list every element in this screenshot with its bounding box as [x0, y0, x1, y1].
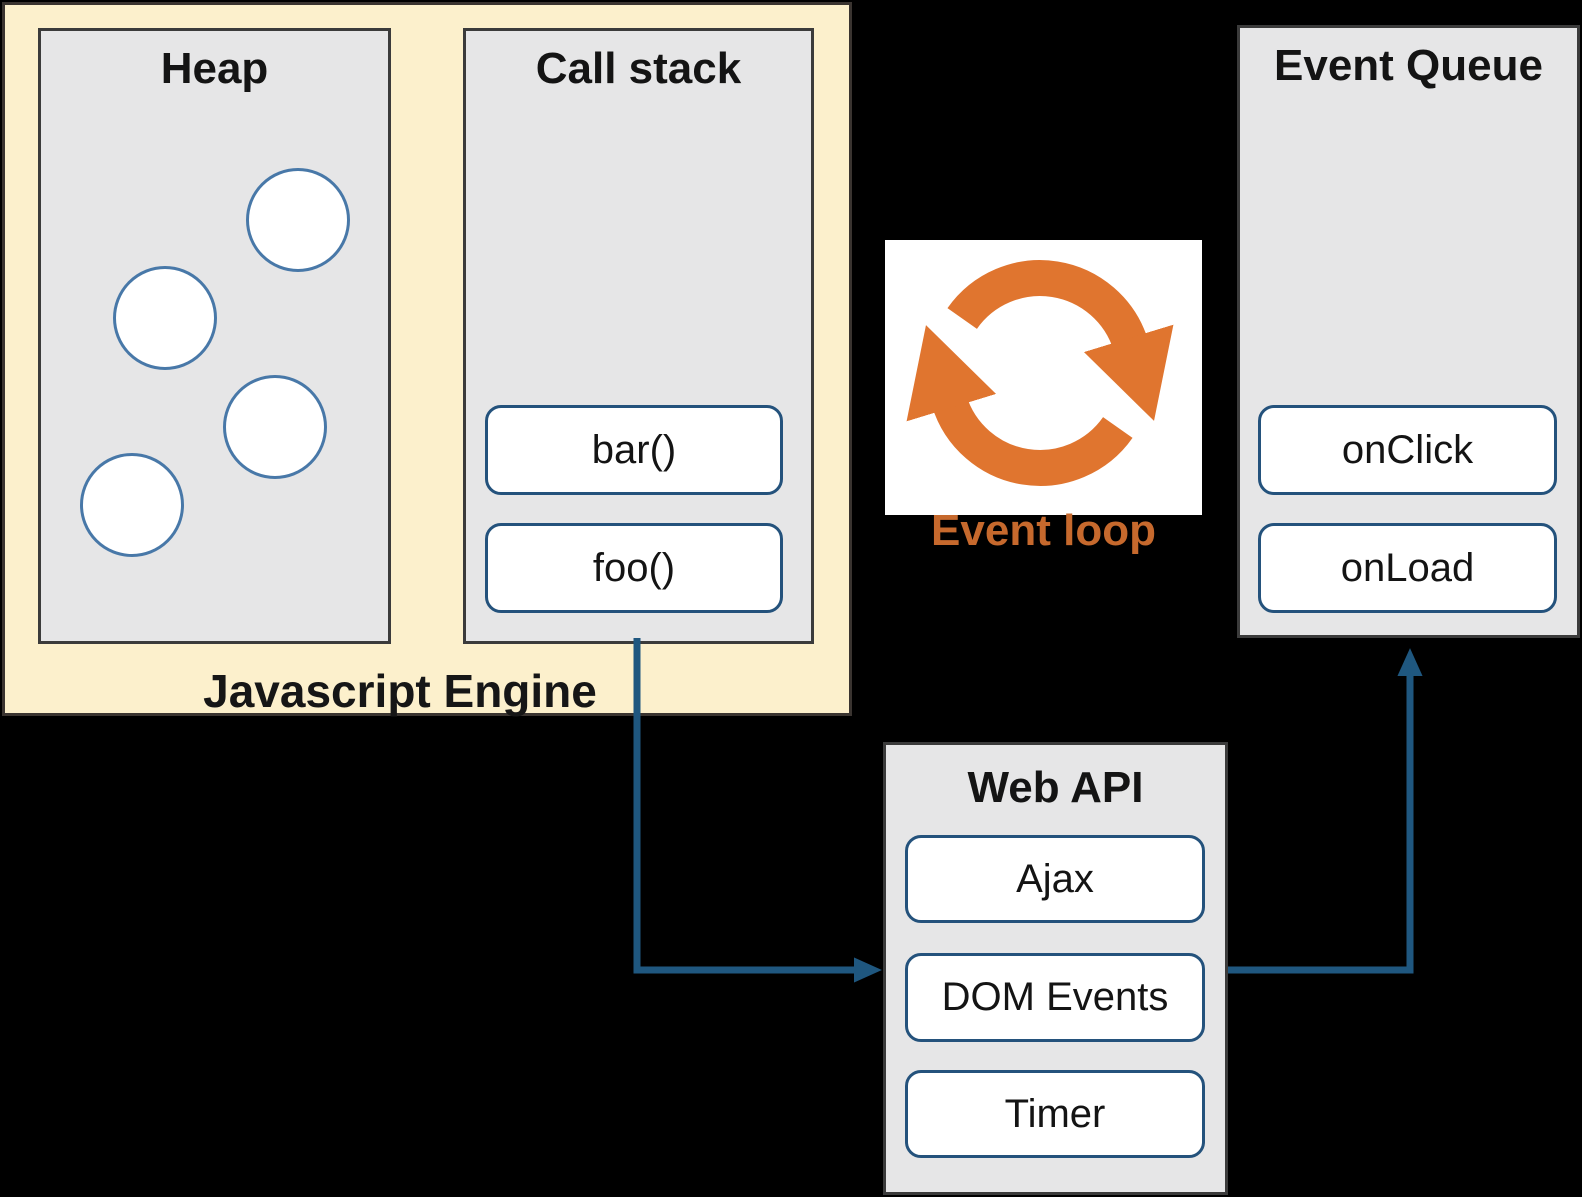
heap-object-circle: [113, 266, 217, 370]
webapi-to-eventqueue-arrow: [1228, 648, 1423, 974]
web-api-box: Web API Ajax DOM Events Timer: [883, 742, 1228, 1195]
stack-frame-bar: bar(): [485, 405, 783, 495]
queue-item-onload: onLoad: [1258, 523, 1557, 613]
api-item-ajax: Ajax: [905, 835, 1205, 923]
web-api-title: Web API: [967, 763, 1144, 812]
event-loop-label: Event loop: [931, 506, 1156, 555]
event-loop-card: [885, 240, 1202, 515]
js-engine-box: Heap Call stack bar() foo() Javascript E…: [2, 2, 852, 717]
api-item-dom-events: DOM Events: [905, 953, 1205, 1042]
heap-object-circle: [223, 375, 327, 479]
heap-title: Heap: [160, 44, 269, 93]
api-item-timer: Timer: [905, 1070, 1205, 1158]
event-queue-box: Event Queue onClick onLoad: [1237, 25, 1580, 638]
stack-frame-foo: foo(): [485, 523, 783, 613]
queue-item-onclick: onClick: [1258, 405, 1557, 495]
heap-box: Heap: [38, 28, 391, 644]
call-stack-title: Call stack: [535, 44, 742, 93]
heap-object-circle: [80, 453, 184, 557]
sync-arrows-icon: [906, 260, 1174, 486]
heap-object-circle: [246, 168, 350, 272]
call-stack-box: Call stack bar() foo(): [463, 28, 814, 644]
js-engine-label: Javascript Engine: [203, 665, 597, 717]
event-queue-title: Event Queue: [1274, 41, 1543, 90]
